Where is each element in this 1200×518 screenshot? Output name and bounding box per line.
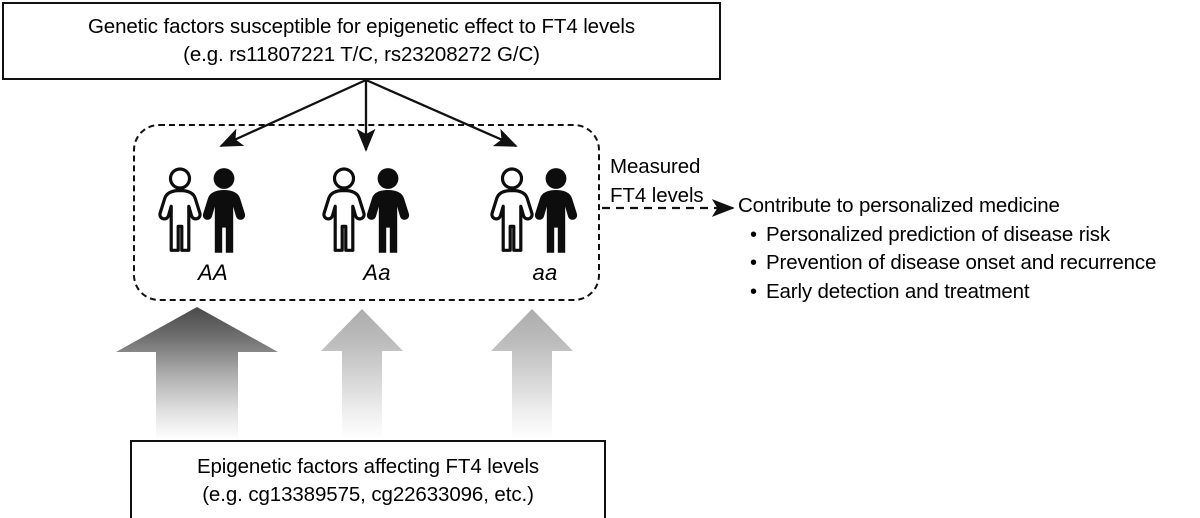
outcome-list-item: • Prevention of disease onset and recurr… [750,251,1198,274]
epigenetic-factors-line-1: Epigenetic factors affecting FT4 levels [196,454,540,478]
genotype-label-aa-recessive: aa [532,260,558,285]
epigenetic-influence-arrows [116,307,573,440]
person-light-icon [158,167,202,252]
measured-ft4-line-2: FT4 levels [610,184,704,208]
epigenetic-arrow-heterozygous [321,309,403,440]
genetic-factors-line-1: Genetic factors susceptible for epigenet… [87,14,636,38]
genotype-label-aa-homozygous: AA [198,260,228,285]
bullet-icon: • [750,252,758,274]
person-pair-icon [322,166,432,258]
outcome-list-item: • Personalized prediction of disease ris… [750,222,1198,246]
measured-ft4-line-1: Measured [610,155,701,178]
cohort-group-aa-homozygous: AA [158,166,268,291]
genotype-label-heterozygous: Aa [363,260,391,285]
person-dark-icon [202,168,246,253]
person-pair-icon [158,166,268,258]
epigenetic-arrow-aa-recessive [491,309,573,440]
outcome-item-text: Early detection and treatment [766,279,1030,303]
genetic-factors-line-2: (e.g. rs11807221 T/C, rs23208272 G/C) [183,43,540,66]
person-light-icon [322,167,366,252]
outcome-block: Contribute to personalized medicine • Pe… [738,194,1198,303]
epigenetic-arrow-aa-homozygous [116,307,278,440]
outcome-heading: Contribute to personalized medicine [738,194,1060,217]
epigenetic-factors-line-2: (e.g. cg13389575, cg22633096, etc.) [202,483,534,506]
outcome-item-text: Personalized prediction of disease risk [766,222,1110,246]
bullet-icon: • [750,280,758,303]
person-light-icon [490,167,534,252]
person-dark-icon [534,168,578,253]
outcome-item-text: Prevention of disease onset and recurren… [766,251,1157,274]
person-pair-icon [490,166,600,258]
genetic-factors-box: Genetic factors susceptible for epigenet… [2,2,721,80]
cohort-group-aa-recessive: aa [490,166,600,291]
outcome-list-item: • Early detection and treatment [750,279,1198,303]
bullet-icon: • [750,223,758,246]
measured-ft4-label: Measured FT4 levels [610,152,704,210]
cohort-group-heterozygous: Aa [322,166,432,291]
epigenetic-factors-box: Epigenetic factors affecting FT4 levels … [130,440,606,518]
person-dark-icon [366,168,410,253]
